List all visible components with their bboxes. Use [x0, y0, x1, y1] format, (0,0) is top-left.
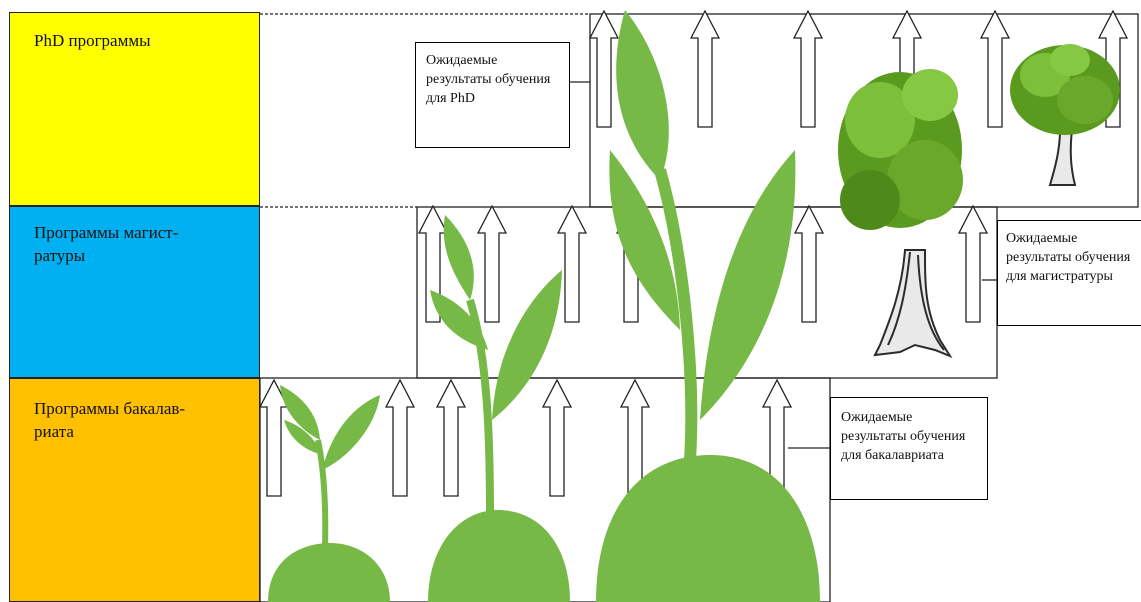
arrow-up-icon [980, 10, 1010, 128]
level-phd-label: PhD программы [34, 31, 151, 50]
tree-large-icon [838, 69, 963, 359]
arrow-up-icon [557, 205, 587, 323]
arrow-up-icon [690, 10, 720, 128]
plant-large-icon [596, 10, 820, 602]
tree-small-icon [1010, 44, 1120, 186]
arrow-up-icon [958, 205, 988, 323]
level-masters-label: Программы магист-ратуры [34, 223, 179, 265]
seedling-small-icon [268, 385, 390, 602]
callout-bachelors: Ожидаемые результаты обучения для бакала… [830, 397, 988, 500]
arrow-up-icon [589, 10, 619, 128]
arrow-up-icon [385, 379, 415, 497]
callout-masters: Ожидаемые результаты обучения для магист… [997, 220, 1141, 326]
arrow-up-icon [542, 379, 572, 497]
level-bachelors: Программы бакалав-риата [9, 378, 260, 602]
arrow-up-icon [477, 205, 507, 323]
level-phd: PhD программы [9, 12, 260, 206]
plant-medium-icon [428, 215, 570, 602]
level-bachelors-label: Программы бакалав-риата [34, 399, 186, 441]
level-masters: Программы магист-ратуры [9, 206, 260, 378]
arrow-up-icon [793, 10, 823, 128]
callout-phd: Ожидаемые результаты обучения для PhD [415, 42, 570, 148]
arrow-up-icon [794, 205, 824, 323]
callout-connectors [570, 81, 997, 449]
arrow-up-icon [436, 379, 466, 497]
